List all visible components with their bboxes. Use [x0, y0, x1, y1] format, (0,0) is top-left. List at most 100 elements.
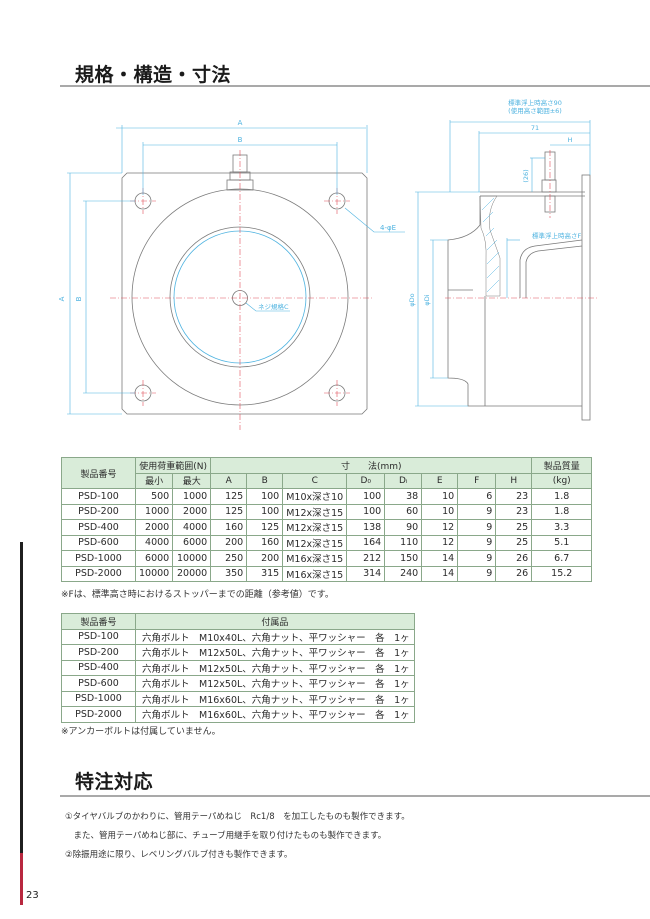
header-min: 最小	[134, 472, 174, 489]
cell-weight: 1.8	[531, 503, 593, 520]
cell-Di: 110	[384, 534, 423, 551]
dim-label-71: 71	[531, 124, 539, 132]
table-row: PSD-600 六角ボルト M12x50L、六角ナット、平ワッシャー 各 1ヶ	[61, 675, 415, 692]
cell-min: 6000	[134, 550, 174, 567]
header-product: 製品番号	[61, 613, 136, 630]
cell-max: 6000	[172, 534, 212, 551]
table-row: PSD-2000 六角ボルト M16x60L、六角ナット、平ワッシャー 各 1ヶ	[61, 706, 415, 723]
cell-Do: 212	[346, 550, 386, 567]
header-A: A	[210, 472, 248, 489]
cell-Do: 100	[346, 503, 386, 520]
dim-label-Do: φDo	[408, 293, 416, 306]
table-row: PSD-400 2000 4000 160 125 M12x深さ15 138 9…	[61, 519, 593, 536]
table-row: PSD-600 4000 6000 200 160 M12x深さ15 164 1…	[61, 534, 593, 551]
cell-H: 23	[495, 503, 533, 520]
standard-height-label: 標準浮上時高さ90	[508, 98, 562, 107]
cell-F: 9	[457, 534, 497, 551]
table-row: PSD-100 500 1000 125 100 M10x深さ10 100 38…	[61, 488, 593, 505]
dim-label-B-horizontal: B	[238, 136, 243, 144]
cell-min: 2000	[134, 519, 174, 536]
cell-min: 10000	[134, 565, 174, 582]
header-E: E	[421, 472, 459, 489]
cell-product: PSD-600	[61, 675, 136, 692]
header-F: F	[457, 472, 497, 489]
cell-weight: 5.1	[531, 534, 593, 551]
cell-Di: 38	[384, 488, 423, 505]
hole-spec-label: 4-φE	[380, 224, 396, 232]
cell-A: 160	[210, 519, 248, 536]
side-hatch	[479, 195, 501, 297]
cell-accessories: 六角ボルト M12x50L、六角ナット、平ワッシャー 各 1ヶ	[135, 644, 415, 661]
cell-Do: 138	[346, 519, 386, 536]
cell-Do: 314	[346, 565, 386, 582]
cell-product: PSD-100	[61, 628, 136, 645]
cell-product: PSD-100	[61, 488, 136, 505]
side-dimensions	[415, 120, 591, 407]
header-dimensions: 寸 法(mm)	[210, 457, 533, 474]
table-row: PSD-1000 六角ボルト M16x60L、六角ナット、平ワッシャー 各 1ヶ	[61, 690, 415, 707]
height-range-label: (使用高さ範囲±6)	[508, 106, 562, 115]
cell-max: 20000	[172, 565, 212, 582]
cell-product: PSD-1000	[61, 550, 136, 567]
cell-F: 9	[457, 519, 497, 536]
cell-A: 125	[210, 488, 248, 505]
header-B: B	[246, 472, 284, 489]
side-valve-base	[541, 179, 557, 193]
dim-label-F: 標準浮上時高さF	[532, 231, 582, 240]
cell-weight: 6.7	[531, 550, 593, 567]
cell-F: 9	[457, 503, 497, 520]
margin-bar-accent	[20, 853, 23, 905]
table-row: PSD-200 1000 2000 125 100 M12x深さ15 100 6…	[61, 503, 593, 520]
base-plate	[581, 174, 591, 421]
header-weight: 製品質量	[531, 457, 593, 474]
cell-A: 200	[210, 534, 248, 551]
cell-weight: 3.3	[531, 519, 593, 536]
special-order-item-1: ①タイヤバルブのかわりに、管用テーパめねじ Rc1/8 を加工したものも製作でき…	[65, 812, 410, 822]
cell-product: PSD-400	[61, 519, 136, 536]
header-accessories: 付属品	[135, 613, 415, 630]
section-title-spec: 規格・構造・寸法	[75, 64, 232, 86]
cell-product: PSD-200	[61, 503, 136, 520]
dim-label-H: H	[568, 136, 573, 144]
header-H: H	[495, 472, 533, 489]
cell-A: 250	[210, 550, 248, 567]
lower-body-profile	[447, 330, 582, 407]
cell-B: 100	[246, 488, 284, 505]
header-C: C	[282, 472, 348, 489]
cell-E: 12	[421, 534, 459, 551]
cell-min: 4000	[134, 534, 174, 551]
dim-label-A-horizontal: A	[238, 119, 243, 127]
cell-Do: 100	[346, 488, 386, 505]
header-Do: D₀	[346, 472, 386, 489]
cell-F: 6	[457, 488, 497, 505]
diaphragm	[519, 239, 583, 298]
section-title-special: 特注対応	[75, 771, 154, 793]
front-view	[121, 154, 368, 415]
cell-max: 10000	[172, 550, 212, 567]
header-Di: Dᵢ	[384, 472, 423, 489]
cell-C: M16x深さ15	[282, 565, 348, 582]
cell-accessories: 六角ボルト M10x40L、六角ナット、平ワッシャー 各 1ヶ	[135, 628, 415, 645]
cell-E: 10	[421, 503, 459, 520]
margin-bar	[20, 542, 23, 853]
cell-product: PSD-1000	[61, 690, 136, 707]
spec-footnote: ※Fは、標準高さ時におけるストッパーまでの距離（参考値）です。	[61, 590, 334, 600]
table-row: PSD-1000 6000 10000 250 200 M16x深さ15 212…	[61, 550, 593, 567]
cell-B: 125	[246, 519, 284, 536]
cell-accessories: 六角ボルト M16x60L、六角ナット、平ワッシャー 各 1ヶ	[135, 706, 415, 723]
dim-label-A-vertical: A	[58, 296, 66, 301]
dim-label-26: (26)	[522, 169, 530, 182]
accessory-table: 製品番号 付属品 PSD-100 六角ボルト M10x40L、六角ナット、平ワッ…	[61, 613, 415, 723]
cell-H: 26	[495, 550, 533, 567]
spec-table: 製品番号 使用荷重範囲(N) 寸 法(mm) 製品質量 最小 最大 A B C …	[61, 457, 593, 582]
cell-H: 25	[495, 519, 533, 536]
cell-Di: 60	[384, 503, 423, 520]
cell-F: 9	[457, 550, 497, 567]
upper-body-profile	[447, 196, 481, 330]
front-dimensions	[67, 125, 405, 415]
cell-F: 9	[457, 565, 497, 582]
section-divider	[60, 85, 650, 87]
cell-max: 4000	[172, 519, 212, 536]
cell-weight: 1.8	[531, 488, 593, 505]
cell-Di: 240	[384, 565, 423, 582]
